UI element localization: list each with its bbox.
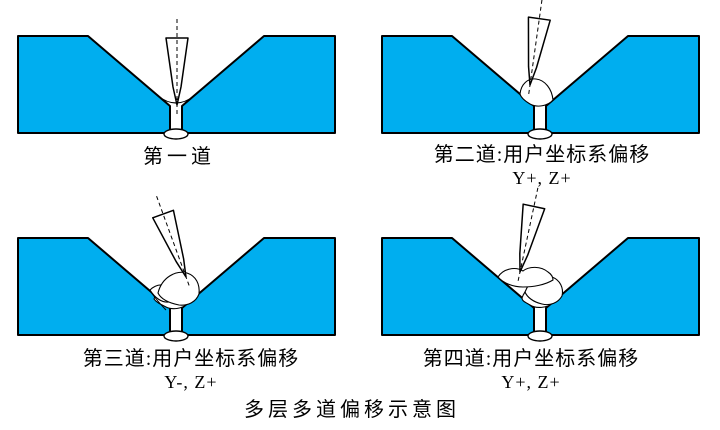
panel-pass-4 [381,184,700,342]
panel-4-label: 第四道:用户坐标系偏移 [422,348,640,370]
panel-2-label: 第二道:用户坐标系偏移 [433,144,651,166]
root-penetration-bead [163,330,189,342]
welding-torch-icon [165,18,189,116]
root-penetration-bead [163,128,189,140]
panel-2-offset-label: Y+, Z+ [512,168,572,188]
panel-1-label: 第一道 [143,146,215,168]
root-penetration-bead [527,330,553,342]
weld-bead-3 [157,271,200,306]
panel-pass-2 [381,0,700,140]
panel-3-offset-label: Y-, Z+ [164,372,218,392]
root-penetration-bead [527,128,553,140]
panel-pass-3 [17,191,336,342]
panel-4-offset-label: Y+, Z+ [501,372,561,392]
panel-pass-1 [17,18,336,140]
panel-3-label: 第三道:用户坐标系偏移 [82,348,300,370]
diagram-caption: 多层多道偏移示意图 [244,399,460,421]
